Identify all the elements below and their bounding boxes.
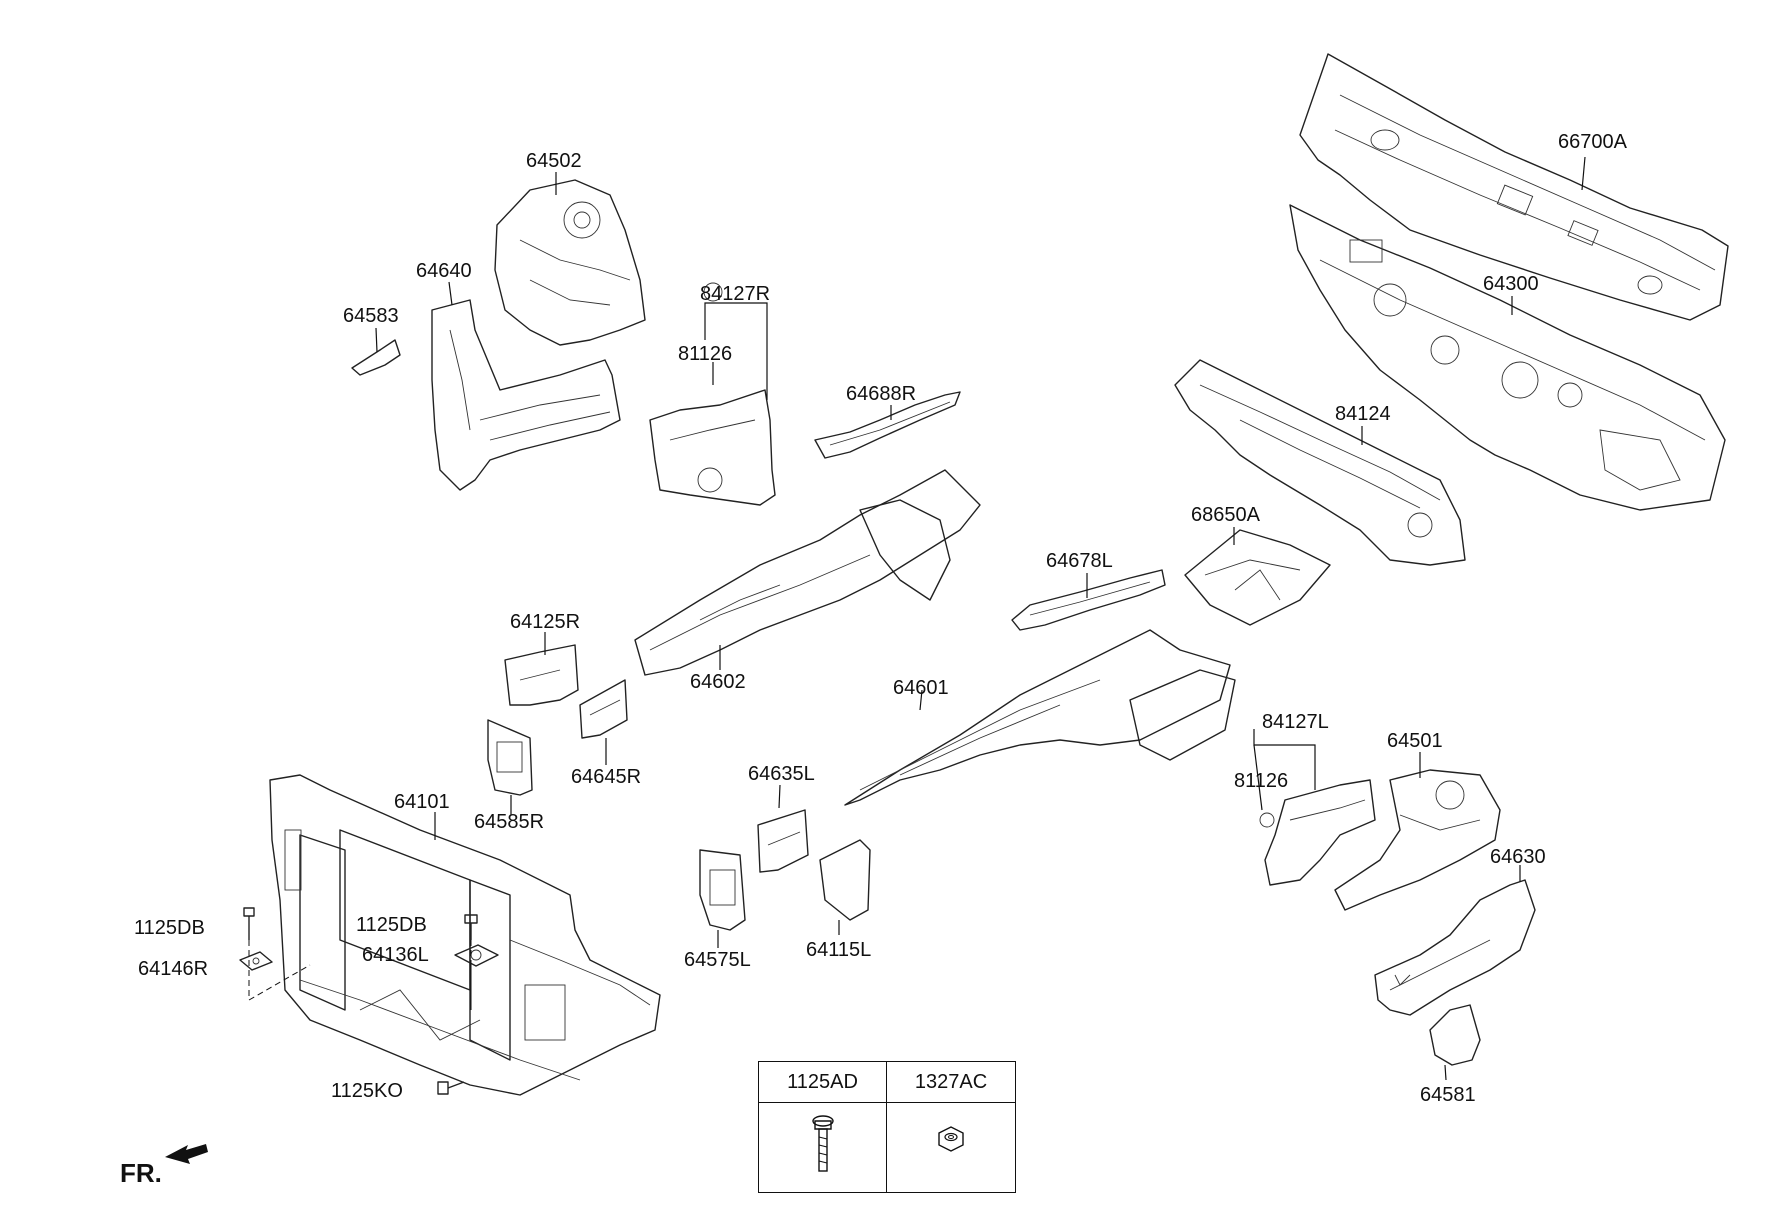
label-1125ko: 1125KO xyxy=(331,1080,403,1102)
legend-column-1327ac: 1327AC xyxy=(887,1062,1015,1192)
label-64688r: 64688R xyxy=(846,383,917,405)
label-1125db-left: 1125DB xyxy=(134,917,205,939)
part-64583-drawing xyxy=(351,339,401,376)
label-64125r: 64125R xyxy=(510,611,581,633)
label-84127l: 84127L xyxy=(1262,711,1329,733)
fastener-1125db-left-drawing xyxy=(243,907,255,940)
part-64585r-drawing xyxy=(487,719,533,796)
label-64115l: 64115L xyxy=(806,939,872,961)
part-64645r-drawing xyxy=(579,679,628,739)
front-direction-arrow xyxy=(165,1144,208,1164)
label-81126-top: 81126 xyxy=(678,343,733,365)
label-1125db-mid: 1125DB xyxy=(356,914,427,936)
part-64688r-drawing xyxy=(814,391,961,459)
part-64501-drawing xyxy=(1334,769,1501,911)
label-64136l: 64136L xyxy=(362,944,429,966)
leader-lines xyxy=(375,156,1586,1081)
fastener-64146r-drawing xyxy=(239,951,273,971)
part-64125r-drawing xyxy=(504,644,579,706)
part-64300-drawing xyxy=(1289,204,1726,511)
part-84127l-drawing xyxy=(1259,779,1376,886)
part-64640-drawing xyxy=(431,299,621,491)
label-64502: 64502 xyxy=(526,150,582,172)
label-64300: 64300 xyxy=(1483,273,1539,295)
part-64635l-drawing xyxy=(757,809,809,873)
part-64101-drawing xyxy=(269,774,661,1096)
fastener-dashed-lines xyxy=(248,940,472,1010)
front-direction-label: FR. xyxy=(120,1158,162,1188)
part-66700a-drawing xyxy=(1299,53,1729,321)
label-81126-bottom: 81126 xyxy=(1234,770,1289,792)
part-64602-drawing xyxy=(634,469,981,676)
legend-header-1125ad: 1125AD xyxy=(759,1062,886,1103)
label-64583: 64583 xyxy=(343,305,399,327)
part-84124-drawing xyxy=(1174,359,1466,566)
label-64101: 64101 xyxy=(394,791,450,813)
bolt-icon xyxy=(759,1103,886,1192)
label-64146r: 64146R xyxy=(138,958,209,980)
nut-icon xyxy=(887,1103,1015,1192)
fastener-1125db-mid-drawing xyxy=(464,914,478,940)
legend-header-1327ac: 1327AC xyxy=(887,1062,1015,1103)
label-64585r: 64585R xyxy=(474,811,545,833)
label-64581: 64581 xyxy=(1420,1084,1476,1106)
label-64575l: 64575L xyxy=(684,949,751,971)
part-64678l-drawing xyxy=(1011,569,1166,631)
part-64502-drawing xyxy=(494,179,646,346)
fastener-legend-table: 1125AD 1327AC xyxy=(758,1061,1016,1193)
label-64640: 64640 xyxy=(416,260,472,282)
legend-column-1125ad: 1125AD xyxy=(759,1062,887,1192)
label-64635l: 64635L xyxy=(748,763,815,785)
label-66700a: 66700A xyxy=(1558,131,1627,153)
fastener-64136l-drawing xyxy=(454,944,499,967)
fastener-1125ko-drawing xyxy=(437,1081,465,1095)
label-84124: 84124 xyxy=(1335,403,1391,425)
part-64581-drawing xyxy=(1429,1004,1481,1066)
label-68650a: 68650A xyxy=(1191,504,1260,526)
label-64601: 64601 xyxy=(893,677,949,699)
part-64601-drawing xyxy=(844,629,1236,806)
label-64630: 64630 xyxy=(1490,846,1546,868)
part-64115l-drawing xyxy=(819,839,871,921)
label-64501: 64501 xyxy=(1387,730,1443,752)
label-64602: 64602 xyxy=(690,671,746,693)
part-64630-drawing xyxy=(1374,879,1536,1016)
part-84127r-drawing xyxy=(649,282,776,506)
label-64645r: 64645R xyxy=(571,766,642,788)
label-64678l: 64678L xyxy=(1046,550,1113,572)
part-68650a-drawing xyxy=(1184,529,1331,626)
label-84127r: 84127R xyxy=(700,283,771,305)
part-64575l-drawing xyxy=(699,849,746,931)
